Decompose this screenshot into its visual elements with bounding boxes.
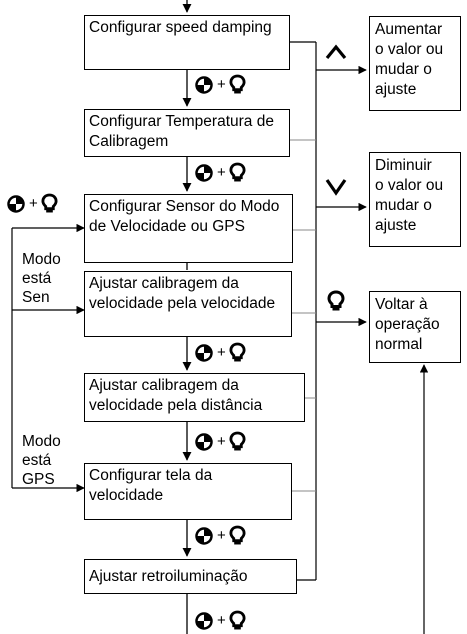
dial-icon — [7, 194, 25, 213]
decrease-action-box: Diminuir o valor ou mudar o ajuste — [369, 152, 461, 247]
dial-icon — [195, 343, 213, 362]
bulb-icon — [229, 431, 246, 451]
bulb-icon — [327, 290, 345, 312]
plus-sign: + — [217, 344, 226, 361]
plus-sign: + — [217, 527, 226, 544]
button-combo: + — [194, 74, 246, 95]
bulb-icon — [229, 610, 246, 630]
bulb-icon — [229, 74, 246, 94]
button-combo: + — [194, 162, 246, 183]
plus-sign: + — [29, 195, 38, 212]
dial-icon — [195, 611, 213, 630]
step-box: Ajustar retroiluminação — [84, 559, 297, 594]
plus-sign: + — [217, 433, 226, 450]
button-combo: + — [194, 342, 246, 363]
dial-icon — [195, 432, 213, 451]
dial-icon — [195, 526, 213, 545]
button-combo: + — [194, 525, 246, 546]
step-box: Configurar tela da velocidade — [84, 463, 292, 520]
plus-sign: + — [217, 164, 226, 181]
bulb-icon — [229, 525, 246, 545]
gps-mode-label: Modo está GPS — [22, 433, 61, 488]
bulb-icon — [229, 162, 246, 182]
loop-button-combo: + — [6, 193, 58, 214]
return-action-box: Voltar à operação normal — [369, 291, 461, 363]
sensor-mode-label: Modo está Sen — [22, 251, 61, 306]
step-box: Ajustar calibragem da velocidade pela di… — [84, 373, 305, 422]
plus-sign: + — [217, 612, 226, 629]
dial-icon — [195, 163, 213, 182]
button-combo: + — [194, 431, 246, 452]
bulb-icon — [41, 193, 58, 213]
step-box: Ajustar calibragem da velocidade pela ve… — [84, 271, 292, 337]
plus-sign: + — [217, 76, 226, 93]
chevron-up-icon — [325, 44, 347, 60]
bulb-icon — [229, 342, 246, 362]
dial-icon — [195, 75, 213, 94]
step-box: Configurar Sensor do Modo de Velocidade … — [84, 194, 293, 263]
increase-action-box: Aumentar o valor ou mudar o ajuste — [369, 16, 461, 111]
step-box: Configurar Temperatura de Calibragem — [84, 109, 290, 157]
button-combo: + — [194, 610, 246, 631]
step-box: Configurar speed damping — [84, 15, 290, 70]
chevron-down-icon — [325, 178, 347, 196]
